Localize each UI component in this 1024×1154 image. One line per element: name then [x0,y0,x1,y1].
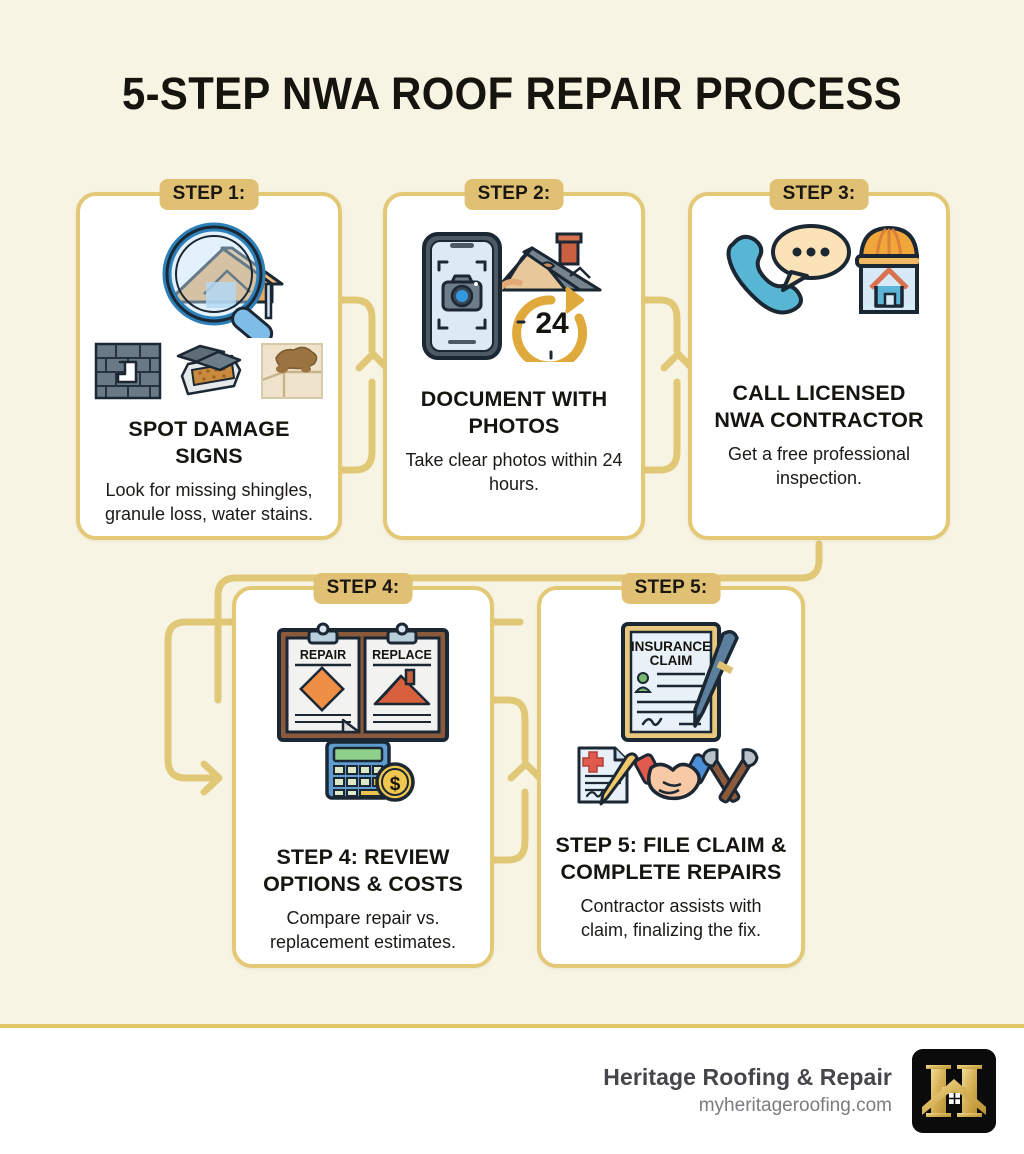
step-badge-1: STEP 1: [159,179,259,210]
heritage-logo-icon [912,1049,996,1133]
call-contractor-icons [726,224,919,315]
insurance-claim-document-icon: INSURANCE CLAIM [621,622,721,742]
step-badge-5: STEP 5: [621,573,721,604]
step-2-illustration: 24 [414,222,614,362]
step-5-body: Contractor assists with claim, finalizin… [580,895,762,941]
step-badge-2: STEP 2: [464,179,564,210]
step-badge-4: STEP 4: [313,573,413,604]
24-hour-clock-icon: 24 [512,286,588,362]
damaged-shingle-wall-icon [94,342,162,400]
step-4-heading: STEP 4: REVIEW OPTIONS & COSTS [263,845,463,897]
clipboard-repair-icon: REPAIR [285,622,361,734]
footer: Heritage Roofing & Repair myheritageroof… [0,1028,1024,1154]
step-3-heading: CALL LICENSED NWA CONTRACTOR [714,381,924,433]
clipboard-replace-icon: REPLACE [363,622,441,734]
compare-estimates-icons: REPAIR REPLACE [277,622,449,802]
step-card-1[interactable]: STEP 1: [76,179,342,540]
step-card-3[interactable]: STEP 3: [688,179,950,540]
step-5-heading: STEP 5: FILE CLAIM & COMPLETE REPAIRS [555,833,787,885]
clock-label: 24 [535,307,569,340]
step-3-body: Get a free professional inspection. [727,443,911,489]
phone-roof-clock-icons: 24 [422,232,602,362]
hard-hat-house-icon [855,226,919,314]
claim-title-line2: CLAIM [650,653,693,668]
step-4-body: Compare repair vs. replacement estimates… [269,907,457,953]
step-badge-3: STEP 3: [769,179,869,210]
phone-camera-icon [422,232,502,360]
page-title: 5-STEP NWA ROOF REPAIR PROCESS [121,68,903,119]
granule-box-icon [176,344,242,396]
step-card-2[interactable]: STEP 2: [383,179,645,540]
crossed-hammers-icon [701,748,759,804]
brand-website: myheritageroofing.com [698,1095,892,1117]
water-stain-icon [261,343,323,399]
step-1-illustration [94,222,324,400]
step-card-5[interactable]: STEP 5: INSURANCE CLAIM [537,573,805,968]
magnifier-roof-icon [162,222,284,338]
speech-bubble-icon [771,224,851,292]
brand-name: Heritage Roofing & Repair [603,1064,892,1091]
step-2-body: Take clear photos within 24 hours. [405,449,623,495]
signed-form-icon [577,746,639,806]
company-logo [912,1049,996,1133]
svg-text:$: $ [390,774,401,795]
step-2-heading: DOCUMENT WITH PHOTOS [420,387,608,439]
step-3-illustration [719,222,919,330]
footer-divider [0,1024,1024,1028]
step-4-illustration: REPAIR REPLACE [273,616,453,802]
pen-icon [693,630,739,728]
handshake-icon [633,753,713,801]
step-card-4[interactable]: STEP 4: REPAIR [232,573,494,968]
step-1-body: Look for missing shingles, granule loss,… [104,479,314,525]
step-1-heading: SPOT DAMAGE SIGNS [128,417,290,469]
claim-and-repair-icons: INSURANCE CLAIM [577,622,759,806]
clipboard-left-label: REPAIR [300,648,346,662]
step-5-illustration: INSURANCE CLAIM [571,616,771,806]
calculator-dollar-icon: $ [325,740,415,802]
claim-title-line1: INSURANCE [631,639,711,654]
clipboard-right-label: REPLACE [372,648,432,662]
damaged-roof-icon [494,232,602,292]
